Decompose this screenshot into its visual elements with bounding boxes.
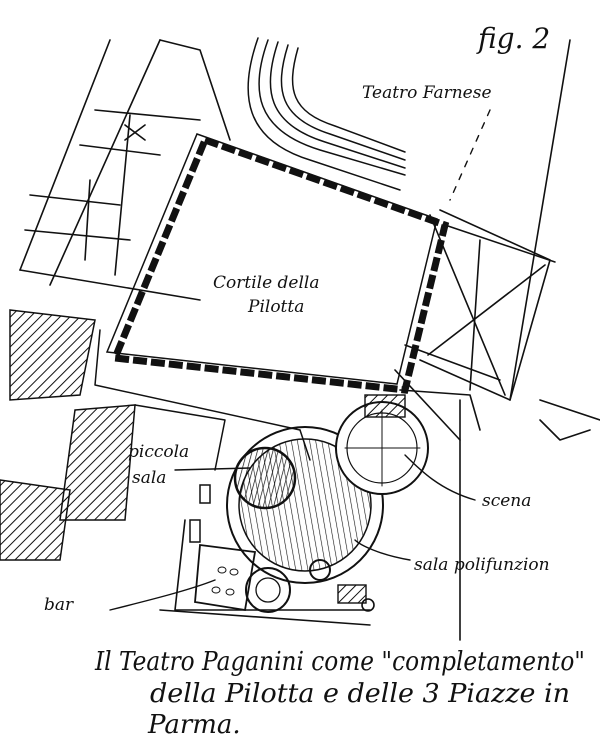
cortile-courtyard	[94, 133, 556, 461]
label-piccola-sala-line2: sala	[132, 468, 166, 488]
label-bar: bar	[44, 595, 74, 615]
farnese-pointer	[449, 109, 491, 201]
theatre-complex	[159, 394, 429, 626]
caption-line-2: della Pilotta e delle 3 Piazze in	[150, 679, 570, 709]
right-building	[394, 39, 600, 641]
label-piccola-sala-line1: piccola	[128, 442, 189, 462]
label-cortile-line1: Cortile della	[213, 273, 320, 293]
label-cortile-line2: Pilotta	[247, 297, 304, 317]
label-sala-polifunzionale: sala polifunzion	[414, 555, 550, 575]
caption-line-3: Parma.	[147, 710, 241, 740]
left-buildings	[19, 39, 231, 301]
lower-left-hatched-building	[0, 309, 226, 561]
farnese-curved-wall	[247, 37, 406, 191]
caption-line-1: Il Teatro Paganini come "completamento"	[94, 647, 585, 677]
label-teatro-farnese: Teatro Farnese	[362, 83, 492, 103]
label-scena: scena	[482, 491, 531, 511]
figure-label: fig. 2	[476, 22, 550, 55]
leader-lines	[109, 454, 476, 611]
